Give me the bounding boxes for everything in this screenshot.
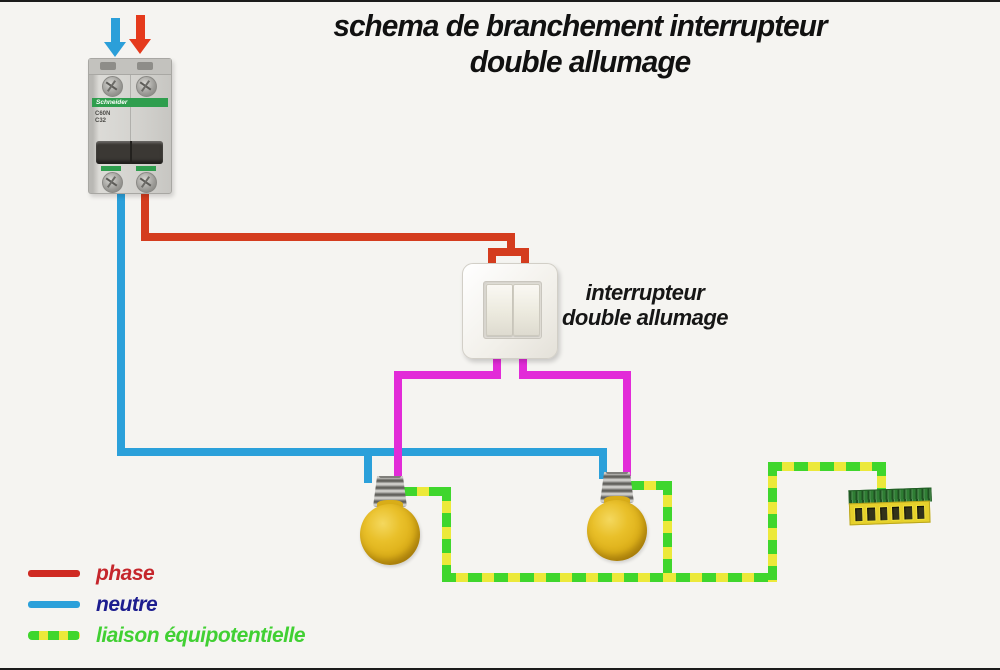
legend-row-neutral: neutre xyxy=(20,589,305,620)
arrow-head xyxy=(104,42,126,57)
switch-rocker-left xyxy=(486,284,513,336)
title-line-1: schema de branchement interrupteur xyxy=(333,8,827,43)
breaker-brand-label: Schneider xyxy=(92,98,168,107)
terminal-block-front xyxy=(848,500,931,526)
arrow-head xyxy=(129,39,151,54)
phase-wire-segment xyxy=(507,233,515,256)
equipotential-wire-segment xyxy=(403,487,451,496)
equipotential-wire-segment xyxy=(442,573,777,582)
breaker-screw xyxy=(136,76,157,97)
legend: phase neutre liaison équipotentielle xyxy=(20,558,306,651)
top-border xyxy=(0,0,1000,2)
breaker-terminal-slot xyxy=(100,62,116,70)
terminal-hole xyxy=(878,505,889,521)
switch-label-line1: interrupteur xyxy=(585,280,705,305)
equipotential-wire-segment xyxy=(442,487,451,582)
terminal-hole xyxy=(890,505,901,521)
equipotential-wire-segment xyxy=(768,462,886,471)
earth-terminal-block xyxy=(848,487,932,526)
breaker-terminal-slot xyxy=(137,62,153,70)
title-line-2: double allumage xyxy=(469,44,691,79)
equipotential-wire-segment xyxy=(630,481,672,490)
phase-wire-segment xyxy=(521,252,529,266)
terminal-hole xyxy=(915,504,926,520)
switched-wire-1-segment xyxy=(394,371,501,379)
switch-label: interrupteur double allumage xyxy=(555,280,735,330)
equipotential-wire-segment xyxy=(877,462,886,495)
breaker-model-line1: C60N xyxy=(95,111,111,117)
equipotential-wire-segment xyxy=(768,462,777,582)
breaker-screw xyxy=(102,76,123,97)
light-bulb-2 xyxy=(587,472,647,562)
page-title: schema de branchement interrupteur doubl… xyxy=(263,8,897,80)
neutral-swatch xyxy=(28,601,80,608)
breaker-pole-divider xyxy=(130,75,131,141)
arrow-shaft xyxy=(136,15,145,40)
breaker-bottom-label xyxy=(101,166,121,171)
terminal-hole xyxy=(853,506,864,522)
legend-label: neutre xyxy=(96,592,158,616)
neutral-wire-segment xyxy=(364,452,372,483)
legend-label: liaison équipotentielle xyxy=(96,623,306,647)
bottom-border xyxy=(0,668,1000,670)
neutral-wire-segment xyxy=(117,448,607,456)
switched-wire-1-segment xyxy=(394,375,402,480)
terminal-hole xyxy=(866,505,877,522)
equipotential-wire-segment xyxy=(663,481,672,582)
bulb-globe xyxy=(587,500,647,561)
phase-wire-segment xyxy=(141,190,149,241)
terminal-hole xyxy=(903,504,914,521)
legend-row-equipotential: liaison équipotentielle xyxy=(20,620,306,651)
switched-wire-2-segment xyxy=(519,371,631,379)
bulb-globe xyxy=(360,504,420,565)
switch-rocker-right xyxy=(513,284,540,336)
arrow-shaft xyxy=(111,18,120,43)
phase-wire-segment xyxy=(141,233,515,241)
breaker-bottom-label xyxy=(136,166,156,171)
breaker-model-label: C60N C32 xyxy=(95,111,110,124)
switched-wire-1-segment xyxy=(493,356,501,379)
double-switch xyxy=(462,263,558,359)
switch-label-line2: double allumage xyxy=(561,305,729,330)
phase-wire-segment xyxy=(488,252,496,266)
phase-swatch xyxy=(28,570,80,577)
switch-frame xyxy=(483,281,542,339)
legend-label: phase xyxy=(96,561,155,585)
neutral-wire-segment xyxy=(599,452,607,479)
legend-row-phase: phase xyxy=(20,558,305,589)
switched-wire-2-segment xyxy=(519,356,527,379)
neutral-wire-segment xyxy=(117,190,125,456)
light-bulb-1 xyxy=(360,476,420,566)
phase-wire-segment xyxy=(488,248,529,256)
breaker-toggle-handle xyxy=(96,141,163,164)
breaker-model-line2: C32 xyxy=(95,117,107,124)
equipotential-swatch xyxy=(28,631,80,640)
breaker-screw xyxy=(102,172,123,193)
circuit-breaker: Schneider C60N C32 xyxy=(88,58,172,194)
switched-wire-2-segment xyxy=(623,375,631,476)
breaker-screw xyxy=(136,172,157,193)
